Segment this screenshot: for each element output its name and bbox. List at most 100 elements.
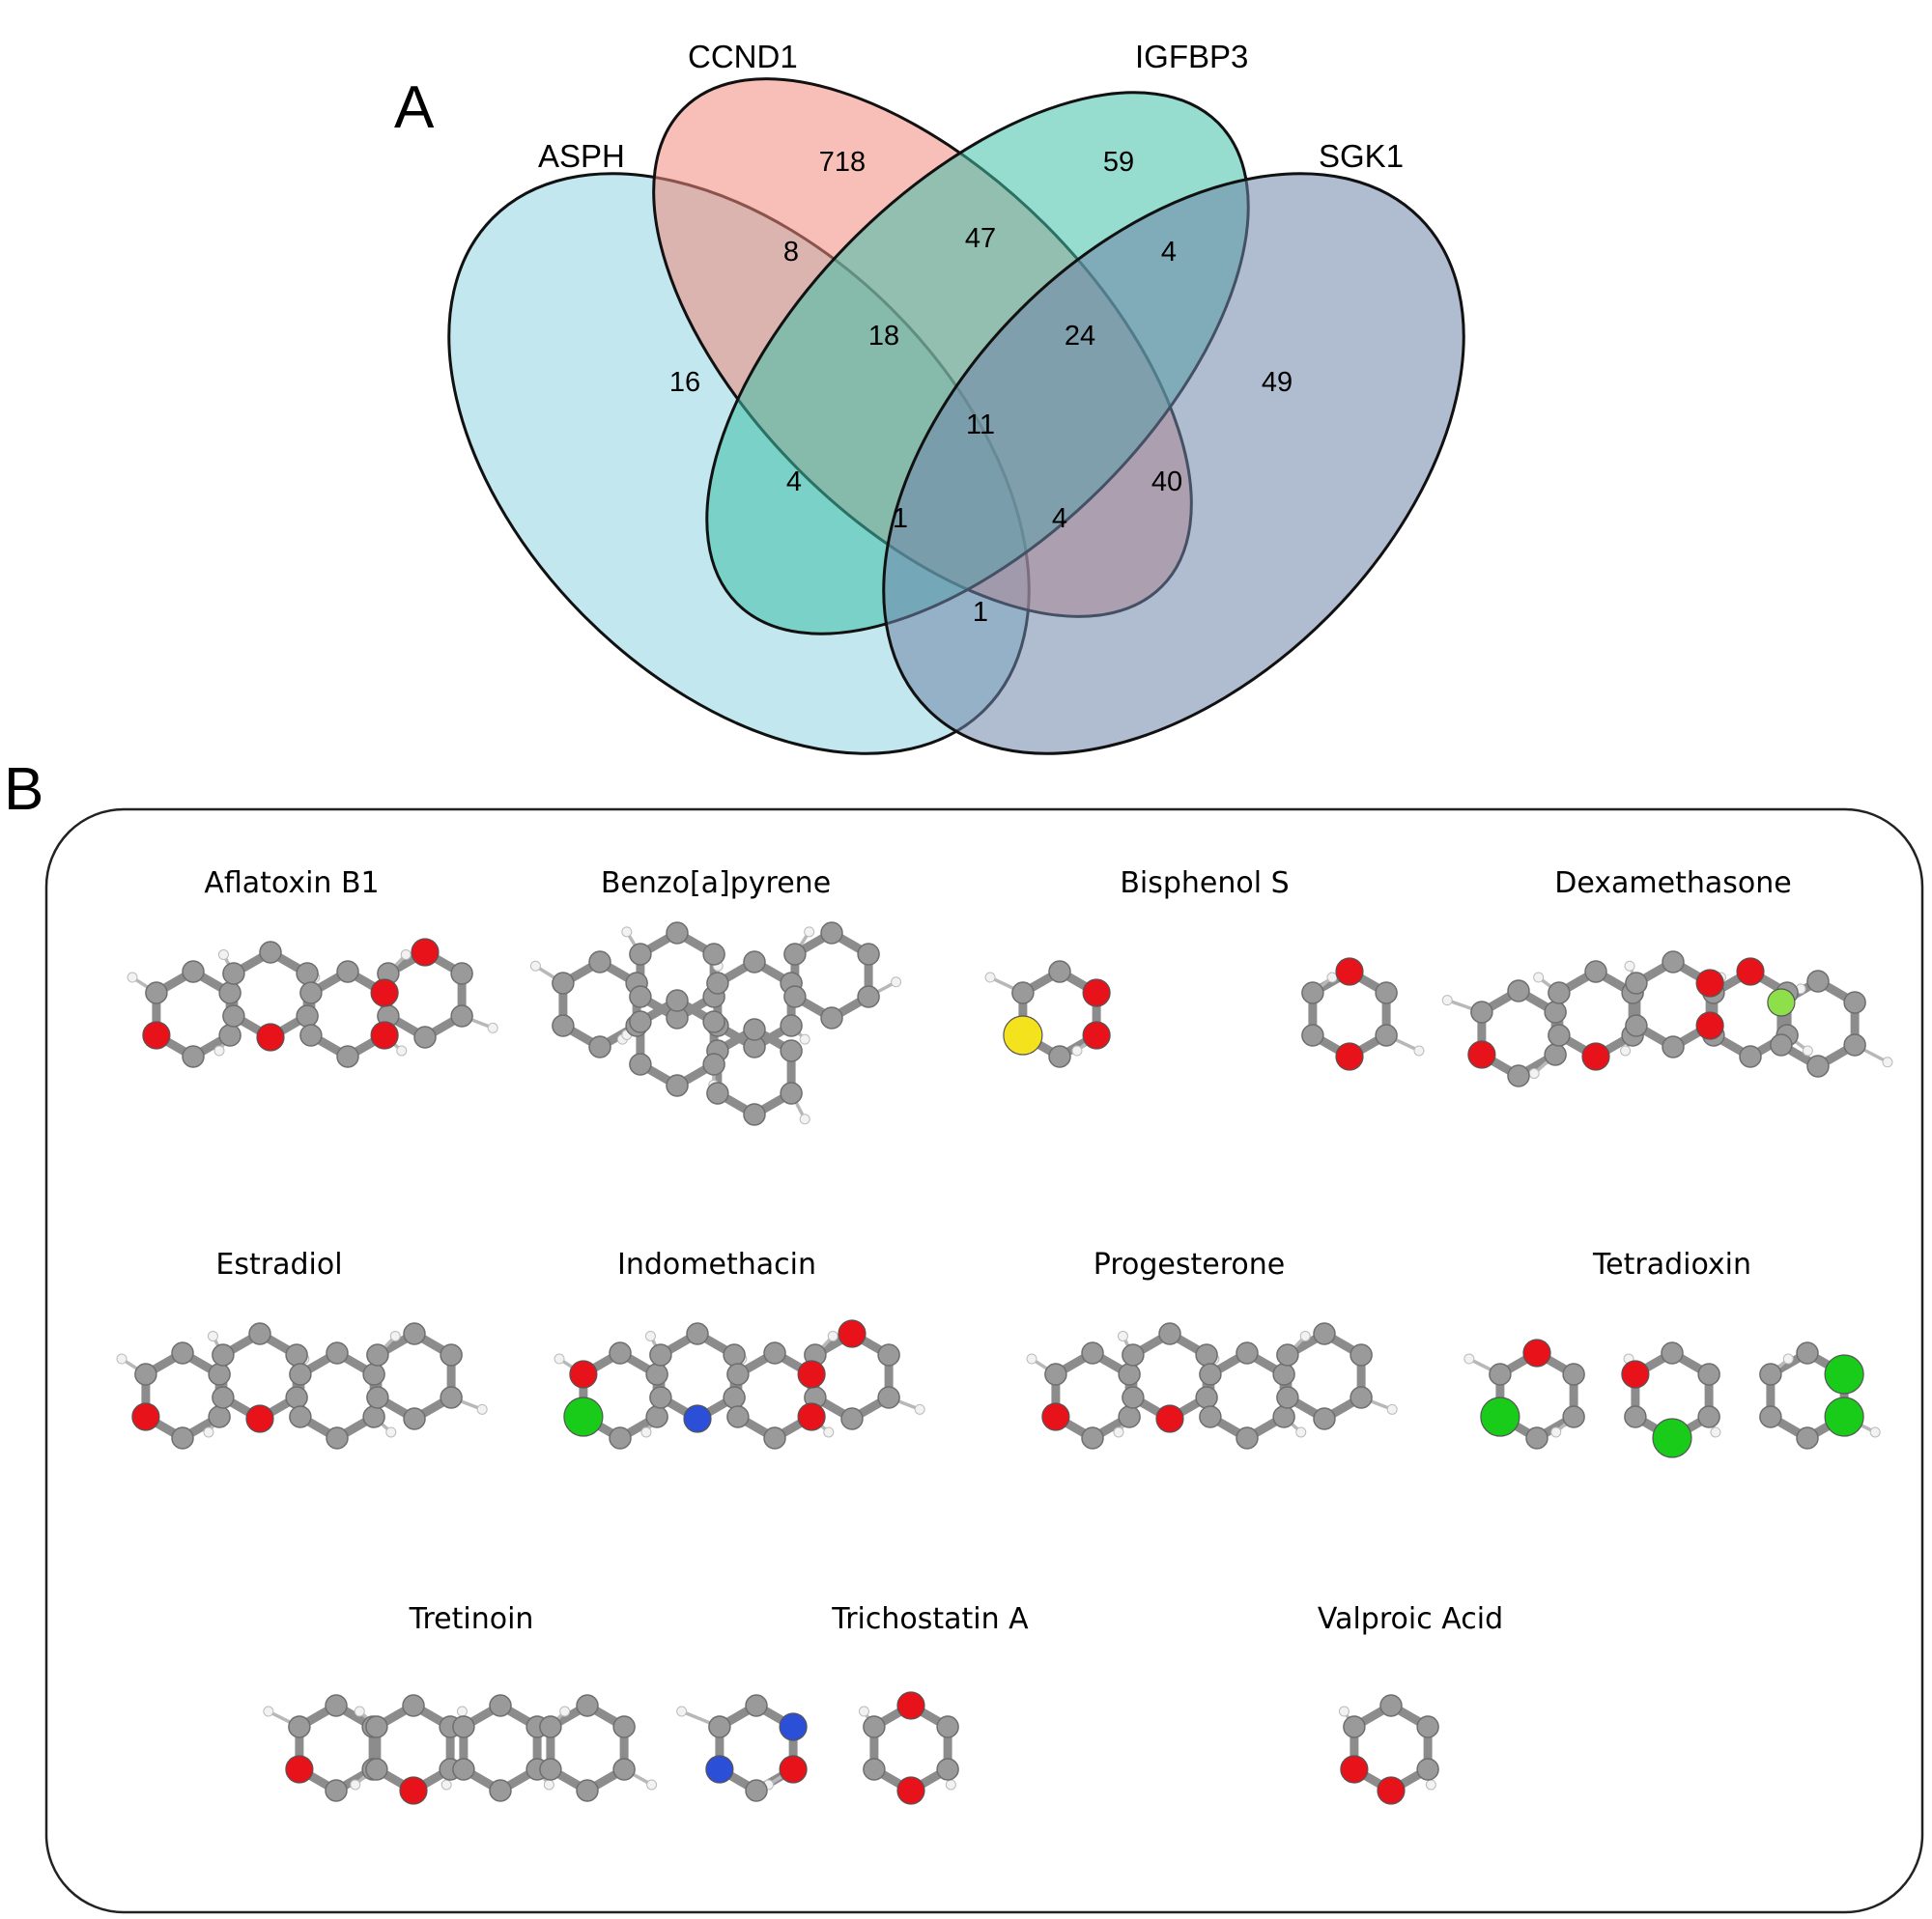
- region-count: 24: [1065, 321, 1095, 352]
- carbon-atom: [820, 921, 843, 945]
- hydrogen-atom: [1624, 960, 1635, 972]
- molecule-name: Estradiol: [215, 1248, 342, 1282]
- panel-a: A ASPH CCND1 IGFBP3 SGK1 718 59 8 47 4 1…: [394, 39, 1465, 755]
- carbon-atom: [1048, 1045, 1071, 1068]
- carbon-atom: [222, 962, 245, 985]
- molecule-model: [1338, 1694, 1439, 1805]
- hydrogen-atom: [1425, 1779, 1436, 1791]
- carbon-atom: [403, 1407, 426, 1430]
- oxygen-atom: [1340, 1755, 1369, 1784]
- carbon-atom: [723, 1343, 746, 1367]
- carbon-atom: [666, 921, 689, 945]
- oxygen-atom: [797, 1360, 826, 1389]
- carbon-atom: [726, 1405, 750, 1428]
- oxygen-atom: [370, 1021, 399, 1050]
- carbon-atom: [1544, 1043, 1567, 1066]
- chlorine-atom: [563, 1397, 604, 1437]
- oxygen-atom: [1377, 1776, 1406, 1805]
- carbon-atom: [1625, 1014, 1648, 1037]
- molecule-model: [676, 1691, 959, 1805]
- oxygen-atom: [838, 1319, 867, 1348]
- carbon-atom: [743, 1103, 766, 1126]
- carbon-atom: [840, 1407, 864, 1430]
- region-count: 40: [1151, 466, 1182, 497]
- carbon-atom: [1739, 1045, 1762, 1068]
- molecule-name: Valproic Acid: [1318, 1602, 1503, 1636]
- carbon-atom: [763, 1341, 786, 1365]
- carbon-atom: [629, 1010, 652, 1033]
- oxygen-atom: [370, 978, 399, 1007]
- hydrogen-atom: [1882, 1057, 1893, 1068]
- oxygen-atom: [131, 1402, 160, 1431]
- hydrogen-atom: [127, 972, 138, 983]
- carbon-atom: [452, 1758, 475, 1781]
- carbon-atom: [1759, 1405, 1782, 1428]
- oxygen-atom: [1467, 1040, 1496, 1069]
- hydrogen-atom: [945, 1779, 956, 1791]
- oxygen-atom: [245, 1404, 274, 1433]
- oxygen-atom: [1621, 1360, 1650, 1389]
- molecule-model: [1463, 1339, 1881, 1458]
- oxygen-atom: [1082, 978, 1111, 1007]
- carbon-atom: [649, 1343, 672, 1367]
- hydrogen-atom: [799, 1114, 810, 1125]
- carbon-atom: [877, 1343, 900, 1367]
- hydrogen-atom: [640, 1426, 652, 1438]
- carbon-atom: [1272, 1363, 1295, 1386]
- hydrogen-atom: [646, 1779, 658, 1791]
- hydrogen-atom: [1550, 1426, 1562, 1438]
- hydrogen-atom: [1710, 1426, 1721, 1438]
- hydrogen-atom: [984, 972, 996, 983]
- carbon-atom: [171, 1426, 194, 1450]
- molecule-name: Progesterone: [1094, 1248, 1285, 1282]
- carbon-atom: [539, 1758, 562, 1781]
- carbon-atom: [366, 1386, 389, 1409]
- carbon-atom: [218, 981, 242, 1004]
- carbon-atom: [1276, 1343, 1299, 1367]
- carbon-atom: [171, 1341, 194, 1365]
- oxygen-atom: [399, 1776, 428, 1805]
- carbon-atom: [745, 1694, 768, 1717]
- molecule-model: [127, 938, 498, 1068]
- carbon-atom: [1562, 1405, 1585, 1428]
- carbon-atom: [440, 1343, 463, 1367]
- carbon-atom: [1806, 1055, 1830, 1078]
- carbon-atom: [857, 943, 880, 966]
- carbon-atom: [1301, 981, 1324, 1004]
- carbon-atom: [1350, 1386, 1373, 1409]
- hydrogen-atom: [644, 1330, 656, 1341]
- carbon-atom: [285, 1386, 308, 1409]
- carbon-atom: [1770, 1033, 1793, 1057]
- molecule-name: Trichostatin A: [831, 1602, 1029, 1636]
- carbon-atom: [708, 1715, 731, 1738]
- carbon-atom: [134, 1363, 157, 1386]
- carbon-atom: [612, 1715, 636, 1738]
- carbon-atom: [366, 1343, 389, 1367]
- carbon-atom: [182, 960, 205, 983]
- carbon-atom: [1301, 1024, 1324, 1047]
- carbon-atom: [296, 1004, 319, 1028]
- carbon-atom: [336, 960, 359, 983]
- carbon-atom: [1313, 1407, 1336, 1430]
- hydrogen-atom: [440, 1779, 452, 1791]
- fluorine-atom: [1767, 988, 1796, 1017]
- hydrogen-atom: [823, 1426, 835, 1438]
- region-count: 4: [1052, 503, 1067, 534]
- oxygen-atom: [1736, 957, 1765, 986]
- carbon-atom: [609, 1341, 632, 1365]
- carbon-atom: [289, 1363, 312, 1386]
- carbon-atom: [763, 1426, 786, 1450]
- carbon-atom: [629, 1053, 652, 1076]
- carbon-atom: [1122, 1343, 1145, 1367]
- hydrogen-atom: [1386, 1403, 1398, 1415]
- carbon-atom: [1272, 1405, 1295, 1428]
- hydrogen-atom: [389, 1330, 401, 1341]
- oxygen-atom: [1335, 957, 1364, 986]
- carbon-atom: [743, 1018, 766, 1041]
- hydrogen-atom: [1338, 1706, 1350, 1717]
- hydrogen-atom: [487, 1022, 498, 1033]
- set-label-igfbp3: IGFBP3: [1135, 39, 1248, 74]
- carbon-atom: [1122, 1386, 1145, 1409]
- oxygen-atom: [1155, 1404, 1184, 1433]
- carbon-atom: [1375, 981, 1398, 1004]
